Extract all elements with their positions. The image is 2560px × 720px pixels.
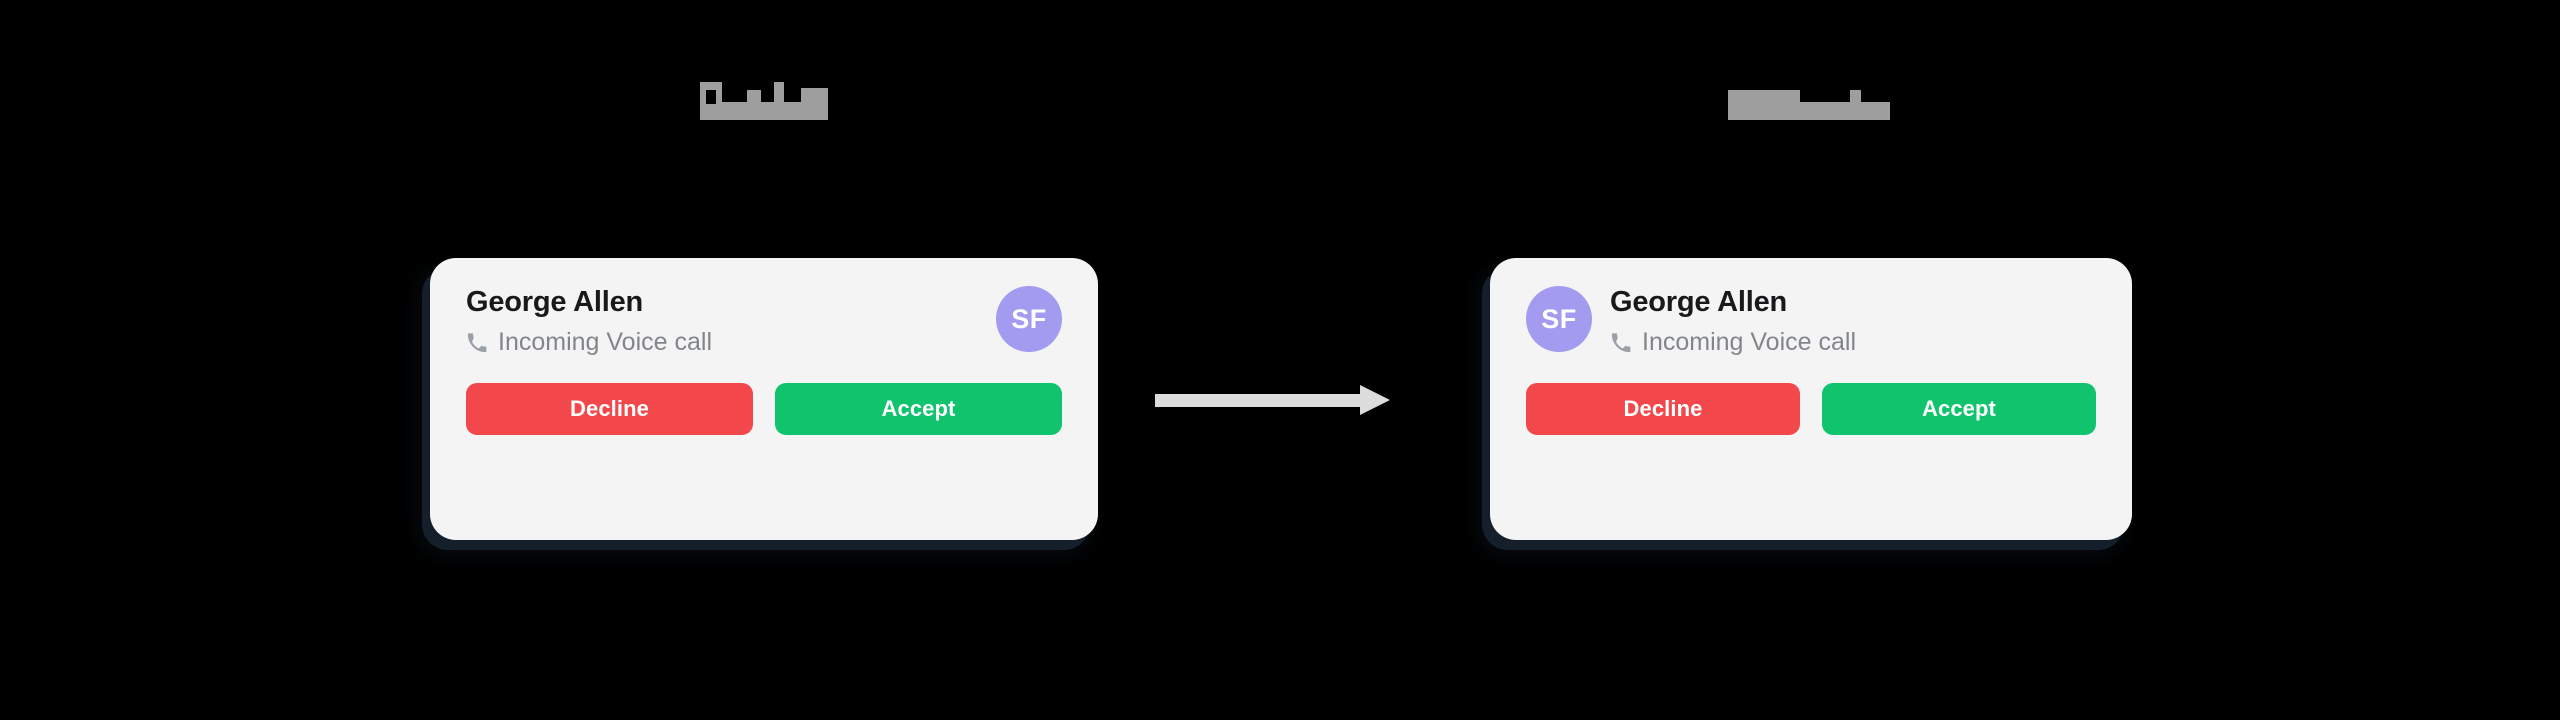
- phone-icon: [1610, 332, 1632, 354]
- accept-button[interactable]: Accept: [775, 383, 1062, 436]
- decline-button[interactable]: Decline: [1526, 383, 1800, 436]
- accept-button[interactable]: Accept: [1822, 383, 2096, 436]
- call-status-text: Incoming Voice call: [1642, 328, 1857, 357]
- arrow-shaft: [1155, 394, 1370, 407]
- arrow-right-icon: [1155, 385, 1405, 415]
- notification-card-rtl: SF George Allen Incoming Voice call Decl…: [1490, 258, 2132, 540]
- decline-button[interactable]: Decline: [466, 383, 753, 436]
- card-actions: Decline Accept: [1526, 383, 2096, 436]
- card-header: George Allen Incoming Voice call SF: [466, 286, 1062, 357]
- avatar: SF: [1526, 286, 1592, 352]
- caller-name: George Allen: [466, 286, 644, 318]
- call-status-text: Incoming Voice call: [498, 328, 713, 357]
- card-header: SF George Allen Incoming Voice call: [1526, 286, 2096, 357]
- phone-icon: [466, 332, 488, 354]
- notification-card-ltr: George Allen Incoming Voice call SF Decl…: [430, 258, 1098, 540]
- call-status-row: Incoming Voice call: [466, 328, 978, 357]
- card-text-block: George Allen Incoming Voice call: [466, 286, 978, 357]
- card-actions: Decline Accept: [466, 383, 1062, 436]
- arrow-head: [1360, 385, 1390, 415]
- caller-name: George Allen: [1610, 286, 1788, 318]
- call-status-row: Incoming Voice call: [1610, 328, 2096, 357]
- card-text-block: George Allen Incoming Voice call: [1610, 286, 2096, 357]
- avatar: SF: [996, 286, 1062, 352]
